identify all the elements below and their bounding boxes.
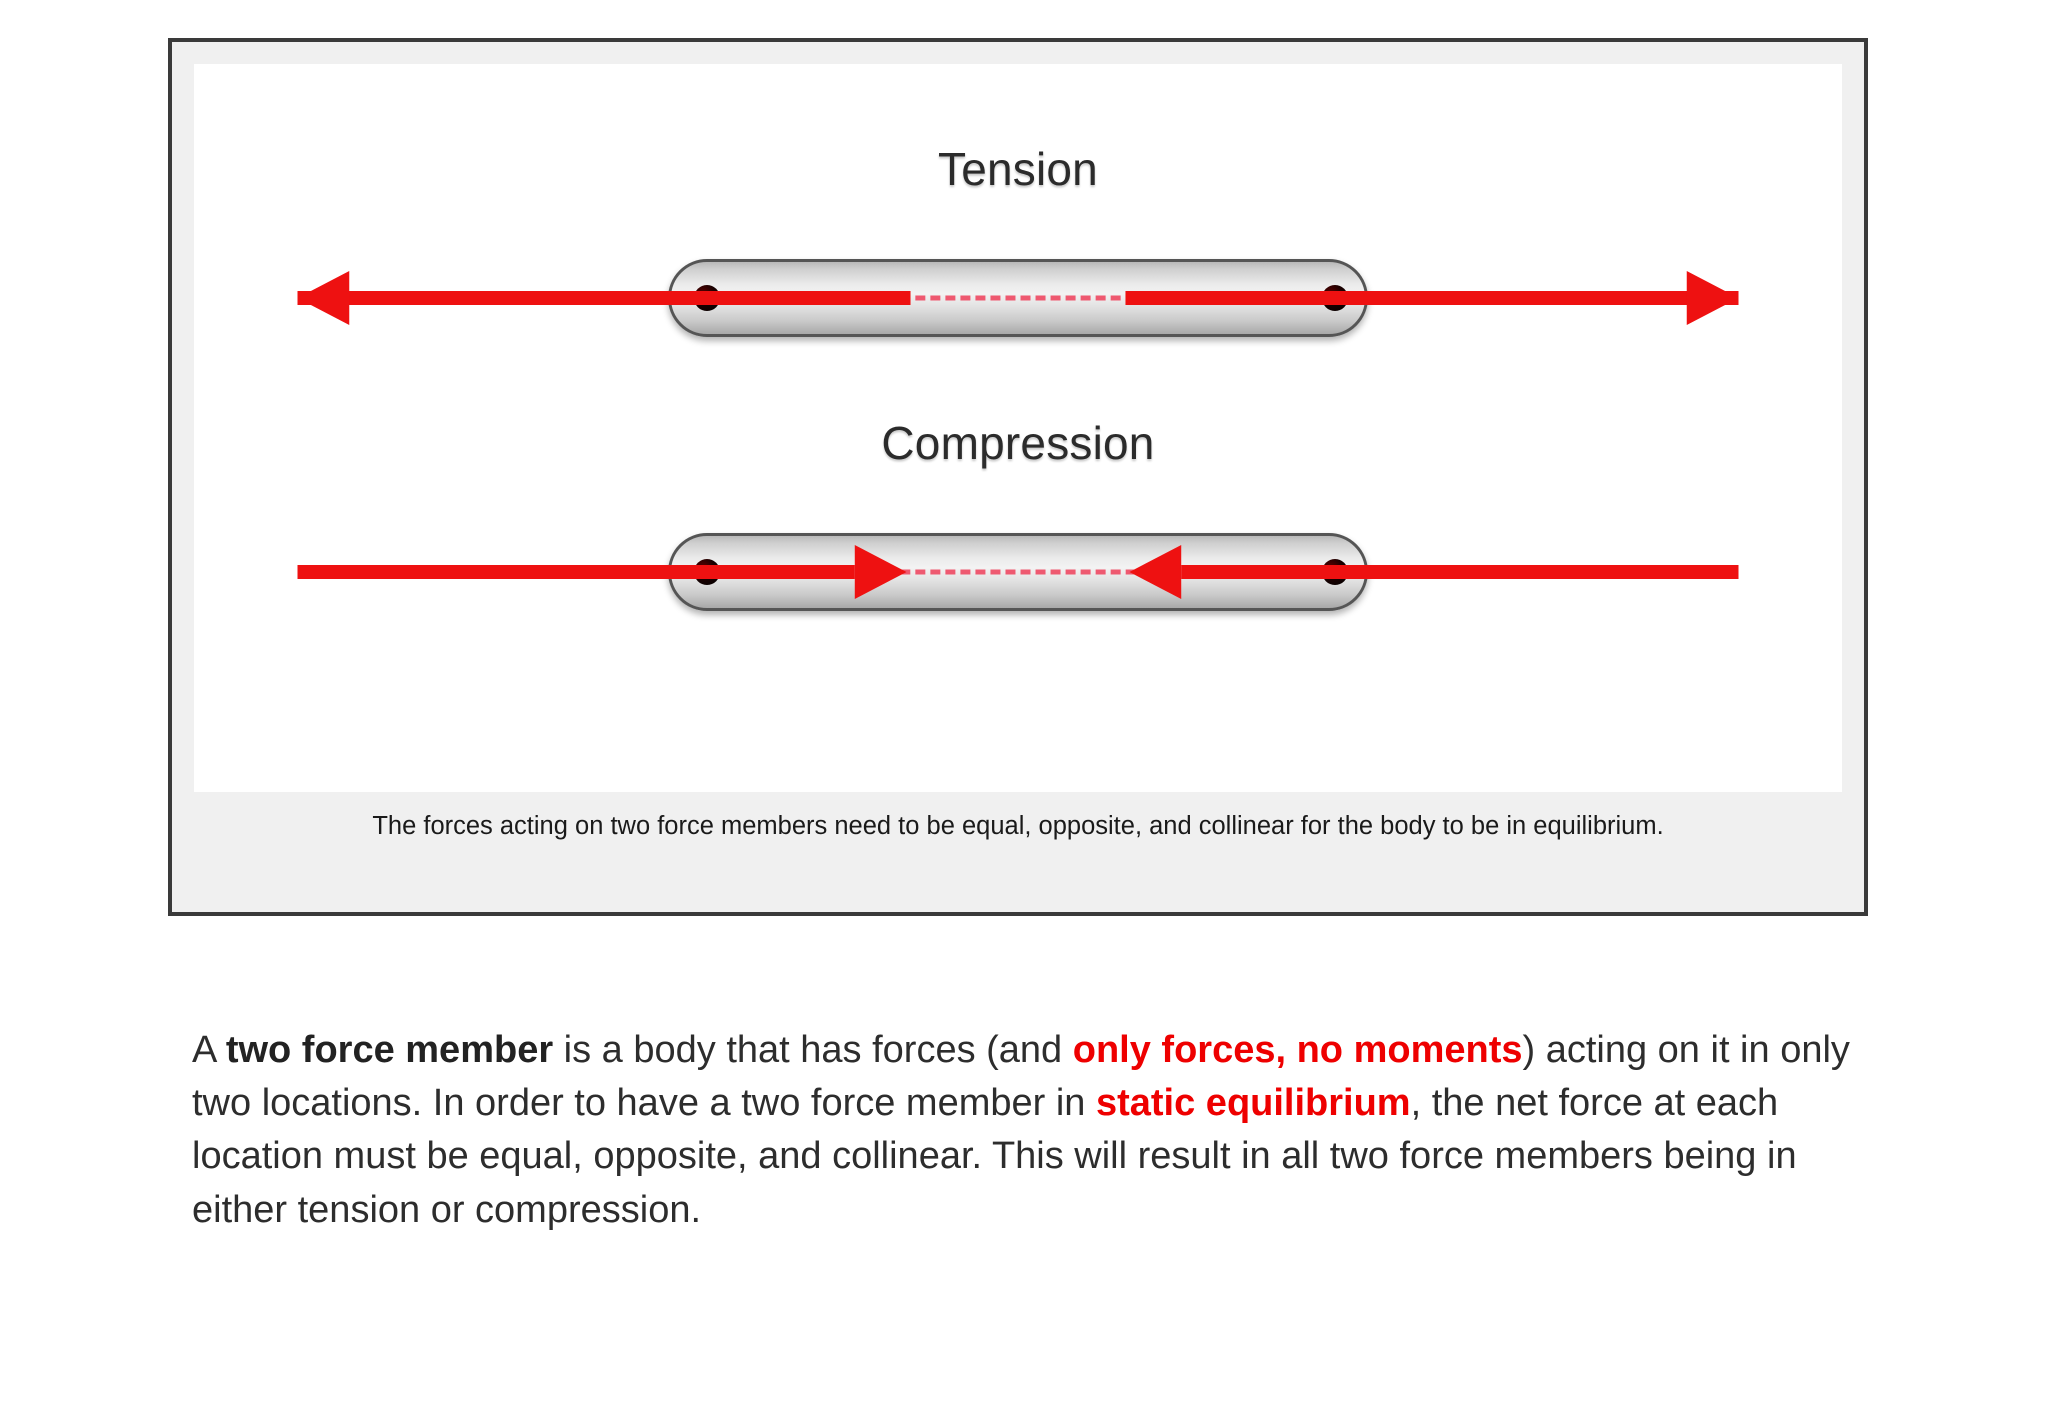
body-text-run: , the net force at each location must be… <box>192 1082 1797 1231</box>
figure-inner-padding: Tension <box>172 42 1864 912</box>
compression-member-row <box>194 512 1842 632</box>
body-term-highlight: static equilibrium <box>1095 1082 1411 1125</box>
compression-title: Compression <box>881 417 1155 469</box>
figure-caption: The forces acting on two force members n… <box>194 792 1842 912</box>
arrow-left-icon <box>1129 545 1739 599</box>
arrow-right-icon <box>297 545 907 599</box>
compression-diagram: Compression <box>194 416 1842 632</box>
tension-diagram: Tension <box>194 142 1842 358</box>
body-text-run: A <box>192 1029 226 1071</box>
tension-force-arrows <box>297 271 1739 325</box>
tension-member-row <box>194 238 1842 358</box>
body-text-run: ) acting on it in only two locations. In… <box>192 1029 1850 1125</box>
tension-title: Tension <box>938 143 1098 195</box>
diagram-canvas: Tension <box>194 64 1842 792</box>
arrow-right-icon <box>1125 271 1739 325</box>
body-paragraph: A two force member is a body that has fo… <box>192 1024 1852 1237</box>
body-term-bold: two force member <box>225 1029 554 1071</box>
figure-frame: Tension <box>168 38 1868 916</box>
compression-force-arrows <box>297 545 1739 599</box>
arrow-left-icon <box>297 271 911 325</box>
body-text-run: is a body that has forces (and <box>553 1029 1073 1071</box>
body-term-highlight: only forces, no moments <box>1072 1029 1523 1071</box>
